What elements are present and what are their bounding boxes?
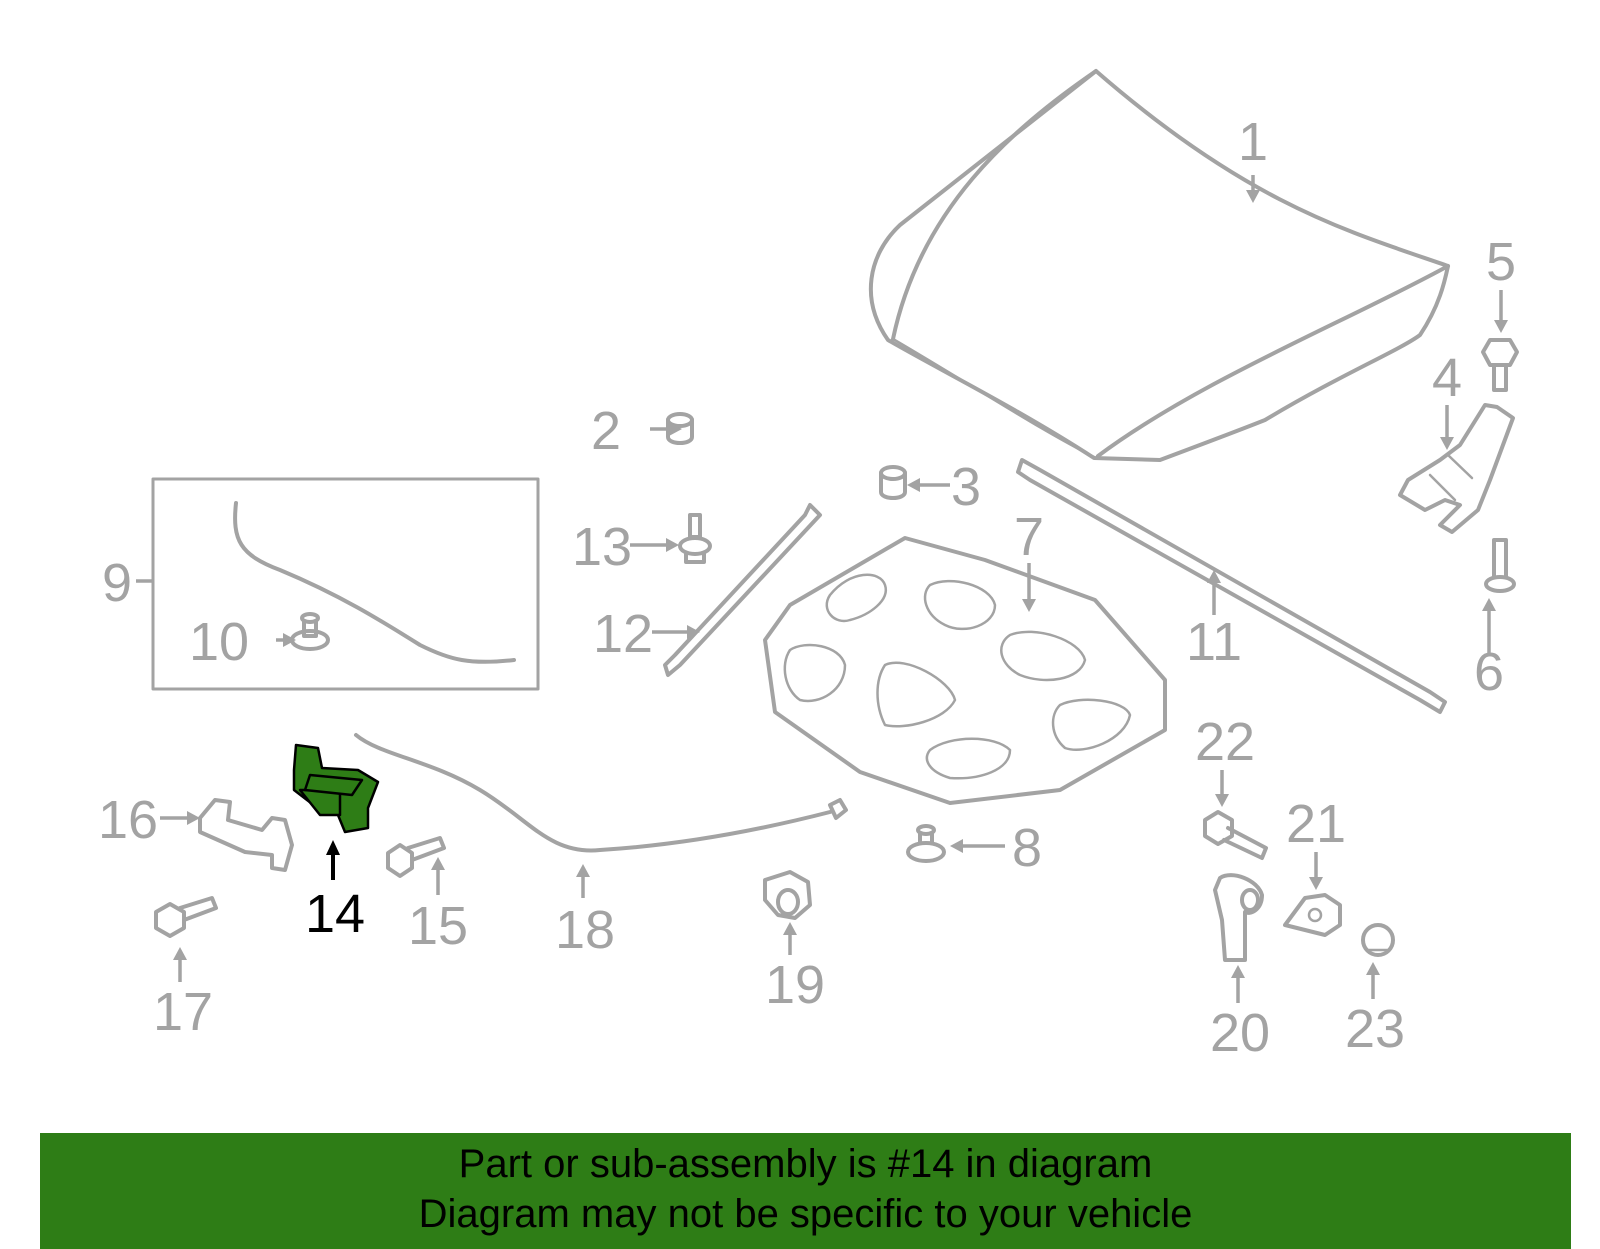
callout-8[interactable]: 8 [1012, 818, 1042, 878]
callout-labels: 1 2 3 4 5 6 7 8 9 10 11 12 13 14 15 16 1… [98, 112, 1516, 1063]
callout-15[interactable]: 15 [408, 896, 468, 956]
callout-17[interactable]: 17 [153, 982, 213, 1042]
callout-7[interactable]: 7 [1014, 507, 1044, 567]
part-6-bolt [1484, 538, 1516, 593]
part-4-hinge [1398, 403, 1515, 534]
part-16-bracket [198, 798, 294, 872]
part-22-bolt [1203, 810, 1268, 860]
part-10-clip [290, 612, 330, 651]
callout-21[interactable]: 21 [1286, 794, 1346, 854]
callout-14[interactable]: 14 [305, 884, 365, 944]
banner-line-part: Part or sub-assembly is #14 in diagram [458, 1142, 1153, 1186]
callout-12[interactable]: 12 [593, 604, 653, 664]
part-21-safety-catch [1283, 893, 1342, 937]
callout-1[interactable]: 1 [1238, 112, 1268, 172]
callout-11[interactable]: 11 [1186, 612, 1242, 672]
banner-line-disclaimer: Diagram may not be specific to your vehi… [418, 1192, 1193, 1236]
leader-line-14 [326, 840, 340, 880]
part-11-weatherstrip [1016, 458, 1447, 714]
part-14-hood-latch[interactable] [292, 743, 380, 834]
part-13-bumper [678, 513, 712, 564]
callout-2[interactable]: 2 [591, 401, 621, 461]
callout-22[interactable]: 22 [1195, 712, 1255, 772]
part-19-clip [763, 870, 812, 920]
part-23-grommet [1361, 923, 1395, 957]
callout-19[interactable]: 19 [765, 955, 825, 1015]
callout-18[interactable]: 18 [555, 900, 615, 960]
callout-23[interactable]: 23 [1345, 999, 1405, 1059]
callout-20[interactable]: 20 [1210, 1003, 1270, 1063]
part-15-bolt [386, 836, 446, 878]
part-info-banner: Part or sub-assembly is #14 in diagram D… [40, 1133, 1571, 1249]
part-8-bumper [906, 824, 946, 863]
part-2-bumper [666, 412, 694, 445]
callout-6[interactable]: 6 [1474, 642, 1504, 702]
part-1-hood [868, 69, 1450, 462]
part-9-seal-kit [151, 477, 540, 691]
part-5-bolt [1481, 338, 1519, 392]
part-7-insulator [763, 536, 1167, 805]
part-12-support-rod [663, 503, 822, 677]
callout-4[interactable]: 4 [1432, 348, 1462, 408]
callout-10[interactable]: 10 [189, 612, 249, 672]
callout-5[interactable]: 5 [1486, 232, 1516, 292]
part-18-release-cable [354, 733, 848, 853]
leader-lines [136, 175, 1508, 1003]
part-3-bumper [879, 465, 907, 500]
callout-13[interactable]: 13 [572, 517, 632, 577]
part-20-handle [1213, 873, 1264, 962]
callout-9[interactable]: 9 [102, 553, 132, 613]
callout-16[interactable]: 16 [98, 790, 158, 850]
part-17-bolt [154, 896, 218, 938]
callout-3[interactable]: 3 [951, 457, 981, 517]
